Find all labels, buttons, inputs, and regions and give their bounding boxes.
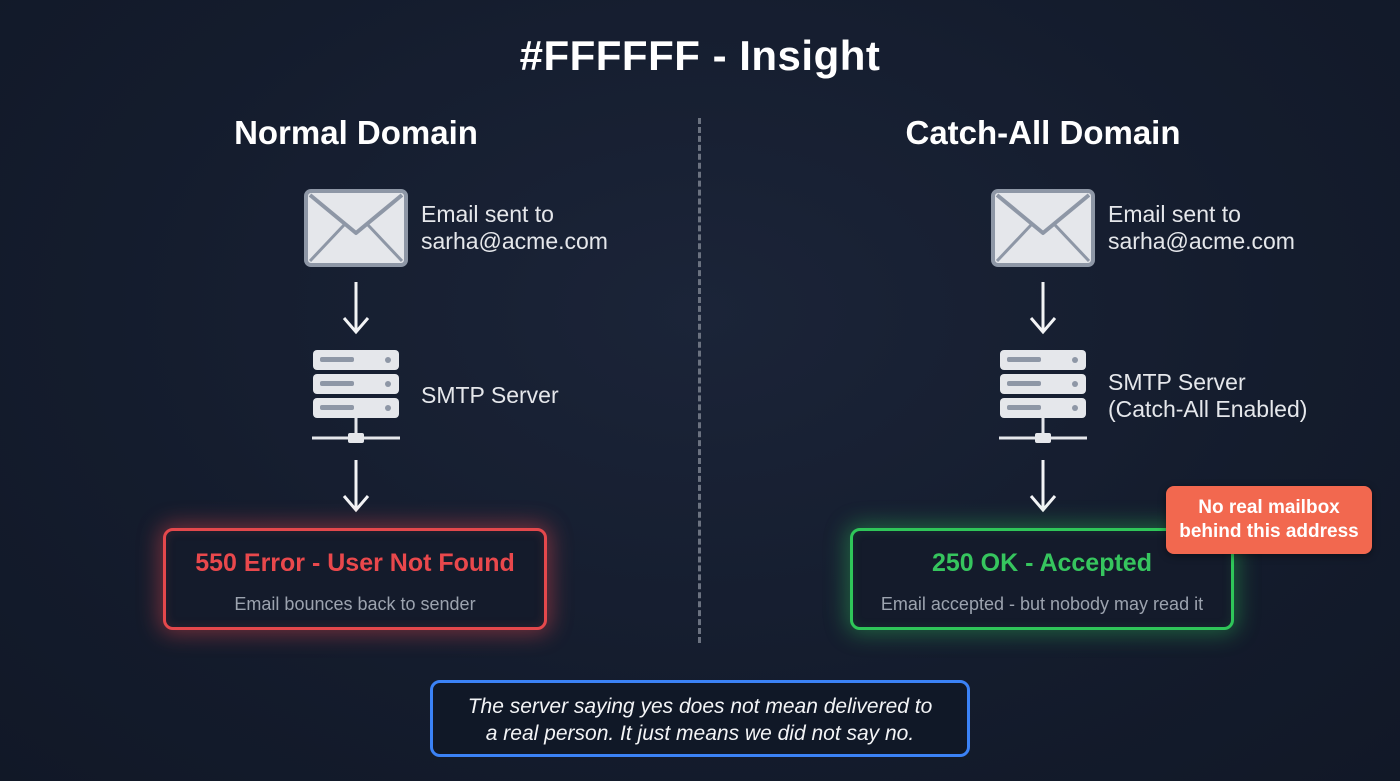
email-address: sarha@acme.com [1108,228,1295,254]
insight-line2: a real person. It just means we did not … [485,722,915,745]
email-sent-label: Email sent to sarha@acme.com [1108,201,1295,255]
error-result-subtitle: Email bounces back to sender [234,594,476,614]
ok-result-title: 250 OK - Accepted [932,549,1152,577]
insight-line1: The server saying yes does not mean deli… [467,695,933,718]
warning-tag-line2: behind this address [1179,521,1359,542]
arrow-down-icon [342,460,370,513]
column-divider [698,118,701,643]
email-address: sarha@acme.com [421,228,608,254]
error-result-title: 550 Error - User Not Found [195,549,515,577]
catch-all-enabled-line: (Catch-All Enabled) [1108,396,1308,422]
warning-tag-line1: No real mailbox [1198,497,1340,518]
server-icon [999,350,1087,443]
insight-callout: The server saying yes does not mean deli… [430,680,970,757]
arrow-down-icon [1029,460,1057,513]
arrow-down-icon [342,282,370,335]
catch-all-domain-heading: Catch-All Domain [905,114,1181,151]
warning-tag: No real mailbox behind this address [1166,486,1372,554]
ok-result-subtitle: Email accepted - but nobody may read it [880,594,1204,614]
smtp-server-line1: SMTP Server [1108,369,1246,395]
email-sent-line1: Email sent to [421,201,554,227]
envelope-icon [991,189,1095,267]
server-icon [312,350,400,443]
envelope-icon [304,189,408,267]
arrow-down-icon [1029,282,1057,335]
normal-domain-heading: Normal Domain [234,114,478,151]
email-sent-line1: Email sent to [1108,201,1241,227]
email-sent-label: Email sent to sarha@acme.com [421,201,608,255]
error-result-box: 550 Error - User Not Found Email bounces… [163,528,547,630]
page-title: #FFFFFF - Insight [519,32,881,79]
smtp-server-label: SMTP Server (Catch-All Enabled) [1108,369,1307,423]
smtp-server-label: SMTP Server [421,382,559,408]
